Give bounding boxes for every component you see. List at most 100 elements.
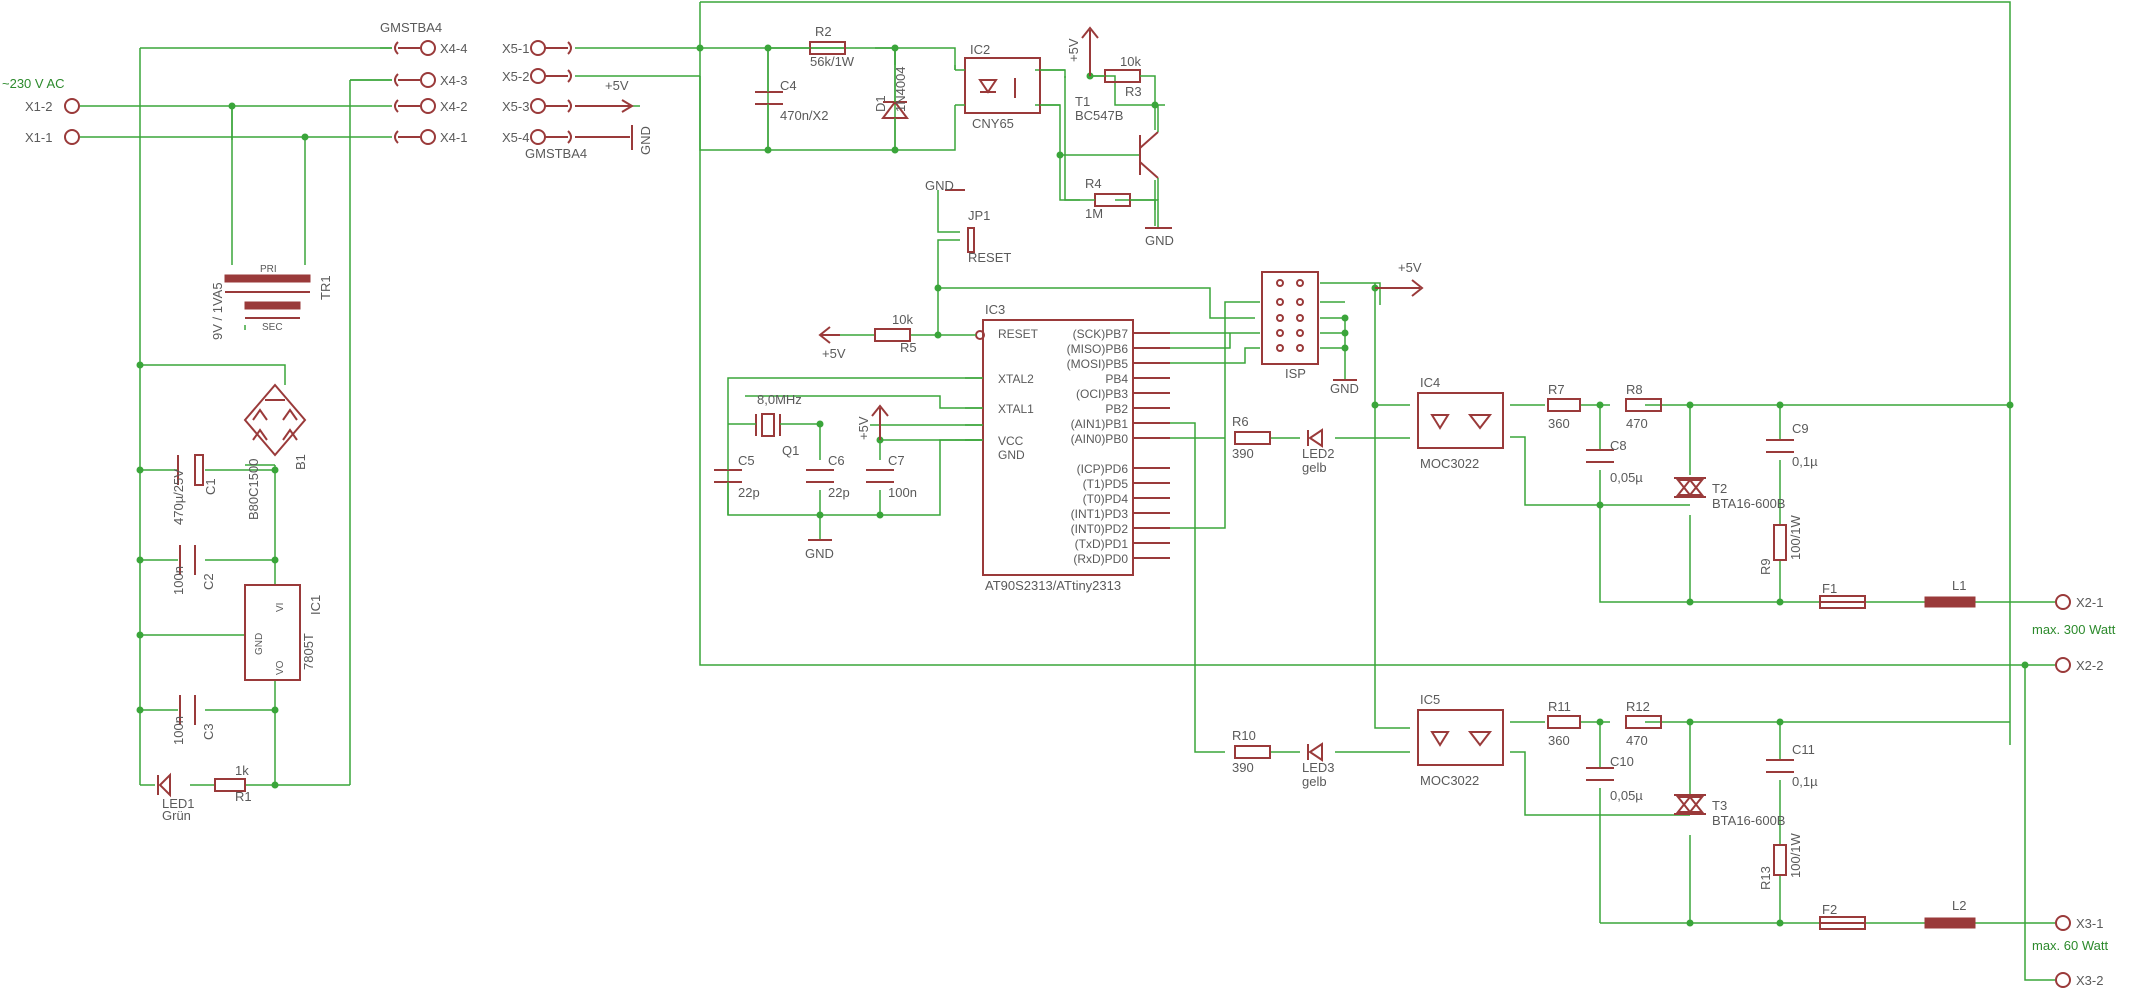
resistor-r6: [1234, 431, 1271, 445]
c1-label: C1: [203, 478, 218, 495]
ic3-pin-pd1: (TxD)PD1: [1075, 537, 1129, 551]
r12-value: 470: [1626, 733, 1648, 748]
capacitor-c7: [866, 469, 894, 483]
ic3-pin-pb1: (AIN1)PB1: [1071, 417, 1129, 431]
regulator-ic1: [244, 584, 301, 681]
inductor-l2: [1924, 917, 1976, 929]
c2-value: 100n: [171, 566, 186, 595]
ic5-label: IC5: [1420, 692, 1440, 707]
resistor-r1: [214, 778, 246, 792]
led2-value: gelb: [1302, 460, 1327, 475]
c1-value: 470µ/25V: [171, 469, 186, 525]
plus5v-label-e: +5V: [1398, 260, 1422, 275]
ic3-pin-pb5: (MOSI)PB5: [1067, 357, 1129, 371]
ic3-pin-pd6: (ICP)PD6: [1077, 462, 1129, 476]
r1-label: R1: [235, 789, 252, 804]
ic4-label: IC4: [1420, 375, 1440, 390]
ic3-pin-pb0: (AIN0)PB0: [1071, 432, 1129, 446]
ic3-pin-stubs: [1133, 332, 1170, 559]
x1-2-label: X1-2: [25, 99, 52, 114]
f2-label: F2: [1822, 902, 1837, 917]
x2-1-label: X2-1: [2076, 595, 2103, 610]
led3-value: gelb: [1302, 774, 1327, 789]
capacitor-c11: [1766, 759, 1794, 773]
gnd-label-a: GND: [638, 126, 653, 155]
ic3-pin-pb3: (OCI)PB3: [1076, 387, 1128, 401]
x5-4-label: X5-4: [502, 130, 529, 145]
capacitor-c3: [179, 695, 196, 725]
c7-value: 100n: [888, 485, 917, 500]
capacitor-c6: [806, 469, 834, 483]
r3-value: 10k: [1120, 54, 1141, 69]
r8-value: 470: [1626, 416, 1648, 431]
plus5v-arrow-ic2: [1081, 26, 1099, 76]
ic3-label: IC3: [985, 302, 1005, 317]
r12-label: R12: [1626, 699, 1650, 714]
c8-label: C8: [1610, 438, 1627, 453]
ic3-pin-pd4: (T0)PD4: [1083, 492, 1129, 506]
r13-value: 100/1W: [1788, 832, 1803, 878]
f1-label: F1: [1822, 581, 1837, 596]
c4-value: 470n/X2: [780, 108, 828, 123]
plus5v-arrow-isp: [1375, 279, 1424, 297]
x1-1-label: X1-1: [25, 130, 52, 145]
t2-label: T2: [1712, 481, 1727, 496]
led1-value: Grün: [162, 808, 191, 823]
r5-value: 10k: [892, 312, 913, 327]
ic3-pin-xtal2: XTAL2: [998, 372, 1034, 386]
b1-value: B80C1500: [246, 459, 261, 520]
x4-2-label: X4-2: [440, 99, 467, 114]
d1-value: 1N4004: [893, 66, 908, 112]
t2-value: BTA16-600B: [1712, 496, 1785, 511]
r6-value: 390: [1232, 446, 1254, 461]
r3-label: R3: [1125, 84, 1142, 99]
inductor-l1: [1924, 596, 1976, 608]
jumper-jp1: [945, 189, 975, 253]
x3-1-label: X3-1: [2076, 916, 2103, 931]
r4-label: R4: [1085, 176, 1102, 191]
ic3-pin-pd3: (INT1)PD3: [1071, 507, 1129, 521]
ic2-value: CNY65: [972, 116, 1014, 131]
x4-4-label: X4-4: [440, 41, 467, 56]
c4-label: C4: [780, 78, 797, 93]
c10-value: 0,05µ: [1610, 788, 1643, 803]
q1-value: 8,0MHz: [757, 392, 802, 407]
r5-label: R5: [900, 340, 917, 355]
c2-label: C2: [201, 573, 216, 590]
c9-value: 0,1µ: [1792, 454, 1818, 469]
r11-value: 360: [1548, 733, 1570, 748]
x4-1-label: X4-1: [440, 130, 467, 145]
diode-d1: [881, 48, 909, 150]
resistor-r3: [1090, 69, 1156, 105]
capacitor-c10: [1586, 767, 1614, 781]
capacitor-c2: [179, 545, 196, 575]
plus5v-label-c: +5V: [822, 346, 846, 361]
resistor-r5: [818, 326, 911, 344]
capacitor-c8: [1586, 449, 1614, 463]
ic5-value: MOC3022: [1420, 773, 1479, 788]
transformer-tr1: [224, 274, 311, 319]
r2-label: R2: [815, 24, 832, 39]
gmstba4-mid-label: GMSTBA4: [525, 146, 587, 161]
max60-label: max. 60 Watt: [2032, 938, 2108, 953]
x4-3-label: X4-3: [440, 73, 467, 88]
optotriac-ic5: [1417, 709, 1504, 766]
ic3-value: AT90S2313/ATtiny2313: [985, 578, 1121, 593]
ic1-vi-pin: VI: [275, 603, 286, 612]
resistor-r9: [1773, 524, 1787, 561]
t3-label: T3: [1712, 798, 1727, 813]
ic3-pin-pd2: (INT0)PD2: [1071, 522, 1129, 536]
transistor-t1: [1139, 105, 1159, 200]
ic3-pin-pd5: (T1)PD5: [1083, 477, 1129, 491]
r8-label: R8: [1626, 382, 1643, 397]
led-led3: [1307, 742, 1323, 762]
c6-value: 22p: [828, 485, 850, 500]
ic1-gnd-pin: GND: [254, 633, 265, 655]
gmstba4-left-label: GMSTBA4: [380, 20, 442, 35]
plus5v-arrow-c7: [871, 404, 889, 440]
ic3-pin-pb7: (SCK)PB7: [1073, 327, 1129, 341]
c11-label: C11: [1792, 742, 1815, 757]
mcu-ic3: [965, 319, 1134, 576]
resistor-r11: [1547, 715, 1581, 729]
